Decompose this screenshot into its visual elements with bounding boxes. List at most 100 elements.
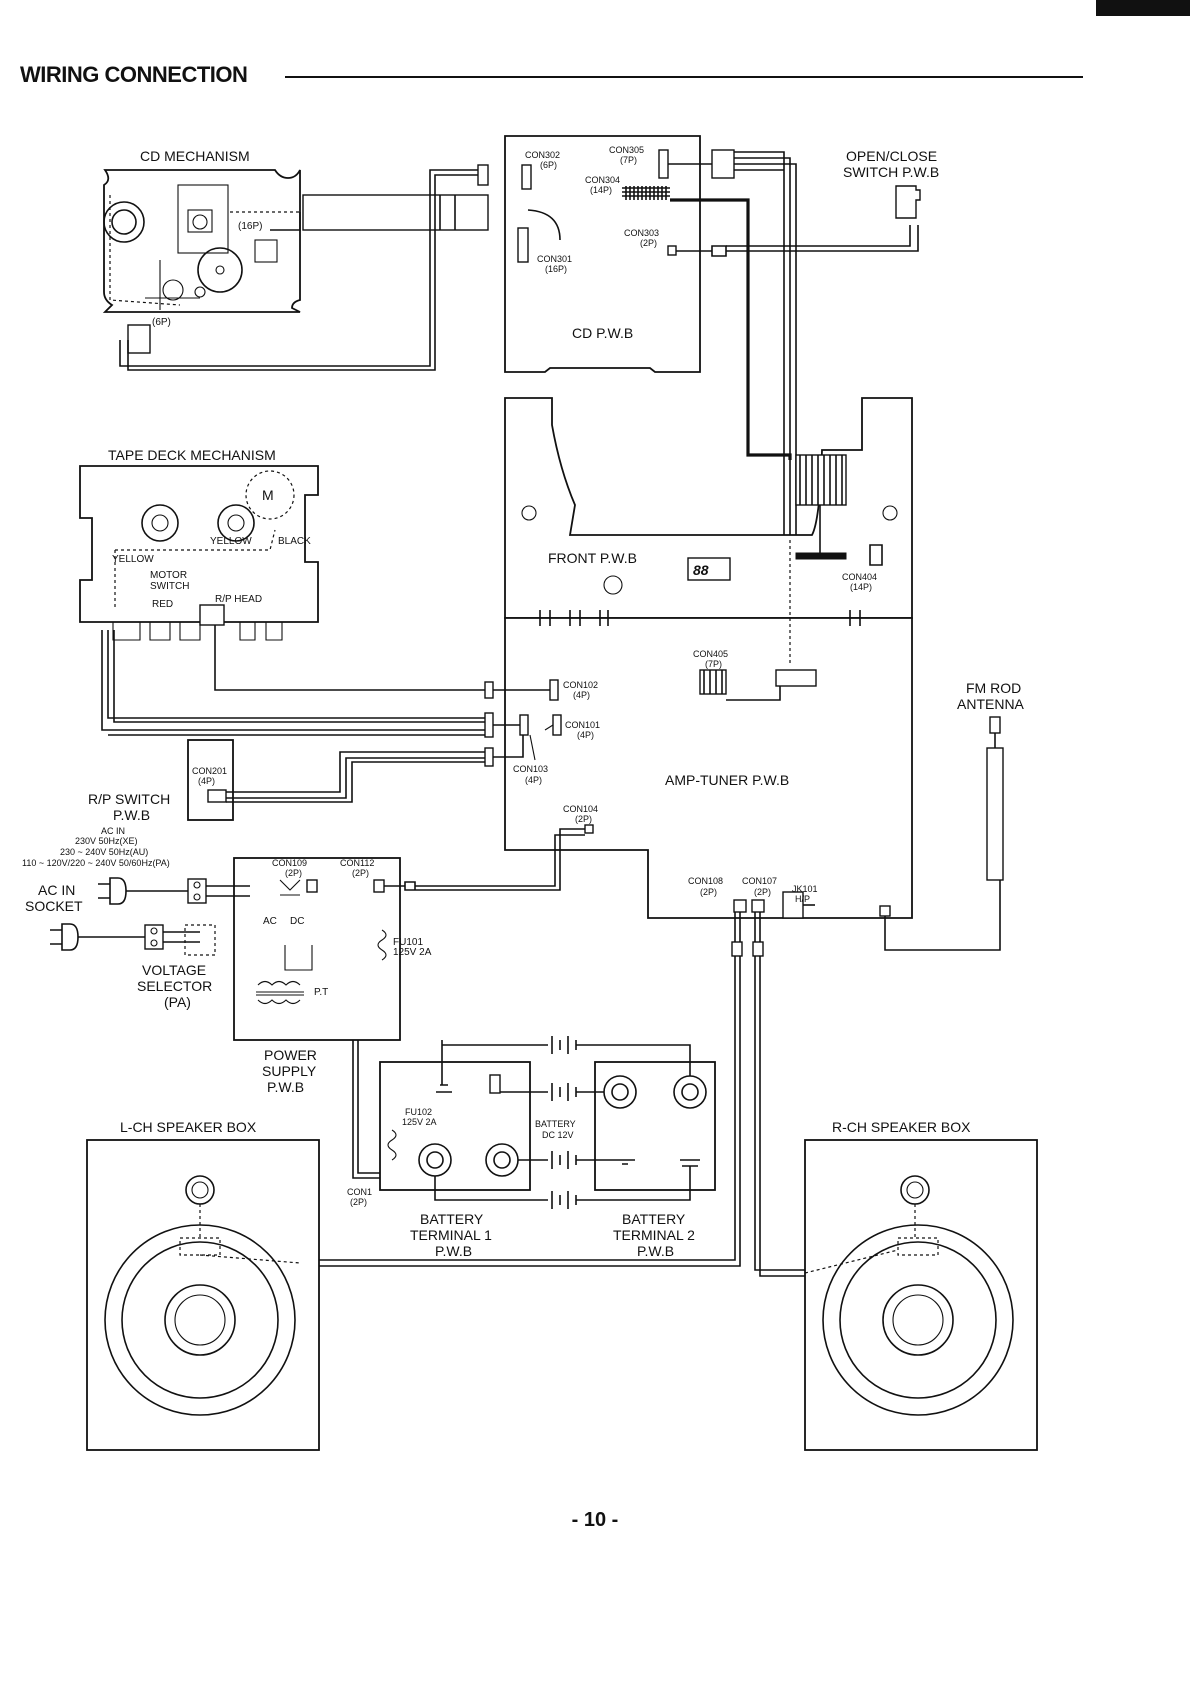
con1-label: CON1 <box>347 1187 372 1197</box>
con101-connector <box>552 714 562 736</box>
fm-rod-label-1: FM ROD <box>966 680 1021 696</box>
con405-label: CON405 <box>693 649 728 659</box>
voltage-selector-label-1: VOLTAGE <box>142 962 206 978</box>
con101-pins: (4P) <box>577 730 594 740</box>
ac-label: AC <box>263 916 277 927</box>
title-rule <box>285 76 1083 78</box>
con404-pins: (14P) <box>850 582 872 592</box>
bt2-label-2: TERMINAL 2 <box>613 1227 695 1243</box>
battery-symbols <box>434 1036 691 1209</box>
con405-pins: (7P) <box>705 659 722 669</box>
con301-pins: (16P) <box>545 264 567 274</box>
cd-6p-connector <box>127 324 151 354</box>
con103-label: CON103 <box>513 764 548 774</box>
hp-label: H/P <box>795 894 810 904</box>
con404-flat-cable <box>795 454 847 506</box>
con107-label: CON107 <box>742 876 777 886</box>
front-display <box>687 557 731 581</box>
ac-in-socket-plug <box>98 877 127 905</box>
rp-switch-label-2: P.W.B <box>113 807 150 823</box>
yellow-label-1: YELLOW <box>210 536 252 547</box>
con303-label: CON303 <box>624 228 659 238</box>
cd-6p-label: (6P) <box>152 317 171 328</box>
dc-label: DC <box>290 916 304 927</box>
pt-label: P.T <box>314 987 328 998</box>
battery-label-2: DC 12V <box>542 1130 574 1140</box>
con104-connector <box>584 824 594 834</box>
con103-connector <box>519 714 529 736</box>
open-close-label-2: SWITCH P.W.B <box>843 164 939 180</box>
fu102-rating: 125V 2A <box>402 1117 437 1127</box>
voltage-selector <box>144 924 164 950</box>
con301-connector <box>517 227 529 263</box>
bt1-label-2: TERMINAL 1 <box>410 1227 492 1243</box>
power-supply-label-2: SUPPLY <box>262 1063 317 1079</box>
con112-pins: (2P) <box>352 868 369 878</box>
con109-connector <box>306 879 318 893</box>
ac-in-spec-4: 110 ~ 120V/220 ~ 240V 50/60Hz(PA) <box>22 858 170 868</box>
cd-mechanism <box>102 169 301 313</box>
con201-pins: (4P) <box>198 776 215 786</box>
con101-label: CON101 <box>565 720 600 730</box>
jk101-label: JK101 <box>792 884 818 894</box>
con109-pins: (2P) <box>285 868 302 878</box>
con303-connector <box>667 245 677 256</box>
open-close-label-1: OPEN/CLOSE <box>846 148 937 164</box>
front-pwb <box>504 397 913 619</box>
rch-speaker-cone <box>822 1224 1014 1416</box>
corner-registration-mark <box>1096 0 1190 16</box>
con102-pins: (4P) <box>573 690 590 700</box>
con304-label: CON304 <box>585 175 620 185</box>
power-supply-label-1: POWER <box>264 1047 317 1063</box>
con108-label: CON108 <box>688 876 723 886</box>
fm-rod-label-2: ANTENNA <box>957 696 1025 712</box>
con302-connector <box>521 164 532 190</box>
open-close-switch-pwb <box>895 185 921 219</box>
fu101-label: FU101 <box>393 937 423 948</box>
con201-label: CON201 <box>192 766 227 776</box>
ac-in-socket-label-1: AC IN <box>38 882 75 898</box>
con1-pins: (2P) <box>350 1197 367 1207</box>
ac-in-socket-label-2: SOCKET <box>25 898 83 914</box>
con301-label: CON301 <box>537 254 572 264</box>
rch-speaker-label: R-CH SPEAKER BOX <box>832 1119 971 1135</box>
battery-terminal-2-pwb <box>594 1061 716 1191</box>
tape-deck-label: TAPE DECK MECHANISM <box>108 447 276 463</box>
cd-16p-label: (16P) <box>238 221 262 232</box>
con304-connector <box>622 186 670 200</box>
cd-flat-cable <box>302 194 489 231</box>
rp-head <box>199 604 225 626</box>
con107-connector <box>751 899 765 913</box>
con104-label: CON104 <box>563 804 598 814</box>
fu101-rating: 125V 2A <box>393 947 432 958</box>
motor-switch-label-1: MOTOR <box>150 570 187 581</box>
con109-label: CON109 <box>272 858 307 868</box>
power-transformer <box>256 980 304 1005</box>
rp-switch-label-1: R/P SWITCH <box>88 791 170 807</box>
cd-mechanism-label: CD MECHANISM <box>140 148 250 164</box>
amp-tuner-label: AMP-TUNER P.W.B <box>665 772 789 788</box>
con305-connector <box>658 149 669 179</box>
battery-label-1: BATTERY <box>535 1119 576 1129</box>
con102-label: CON102 <box>563 680 598 690</box>
con107-pins: (2P) <box>754 887 771 897</box>
ac-in-spec-1: AC IN <box>101 826 125 836</box>
fu102-label: FU102 <box>405 1107 432 1117</box>
bt2-label-1: BATTERY <box>622 1211 686 1227</box>
con305-label: CON305 <box>609 145 644 155</box>
cd-pwb-label: CD P.W.B <box>572 325 633 341</box>
con108-connector <box>733 899 747 913</box>
ac-in-spec-2: 230V 50Hz(XE) <box>75 836 138 846</box>
amp-tuner-pwb <box>504 617 913 919</box>
svg-text:88: 88 <box>693 562 709 578</box>
cd-pwb <box>504 135 701 373</box>
ac-in-socket <box>187 878 207 904</box>
voltage-selector-label-2: SELECTOR <box>137 978 212 994</box>
yellow-label-2: YELLOW <box>112 554 154 565</box>
lch-speaker-label: L-CH SPEAKER BOX <box>120 1119 257 1135</box>
motor-switch-label-2: SWITCH <box>150 581 189 592</box>
bt1-label-3: P.W.B <box>435 1243 472 1259</box>
con305-pins: (7P) <box>620 155 637 165</box>
tape-deck-mechanism <box>79 465 319 623</box>
